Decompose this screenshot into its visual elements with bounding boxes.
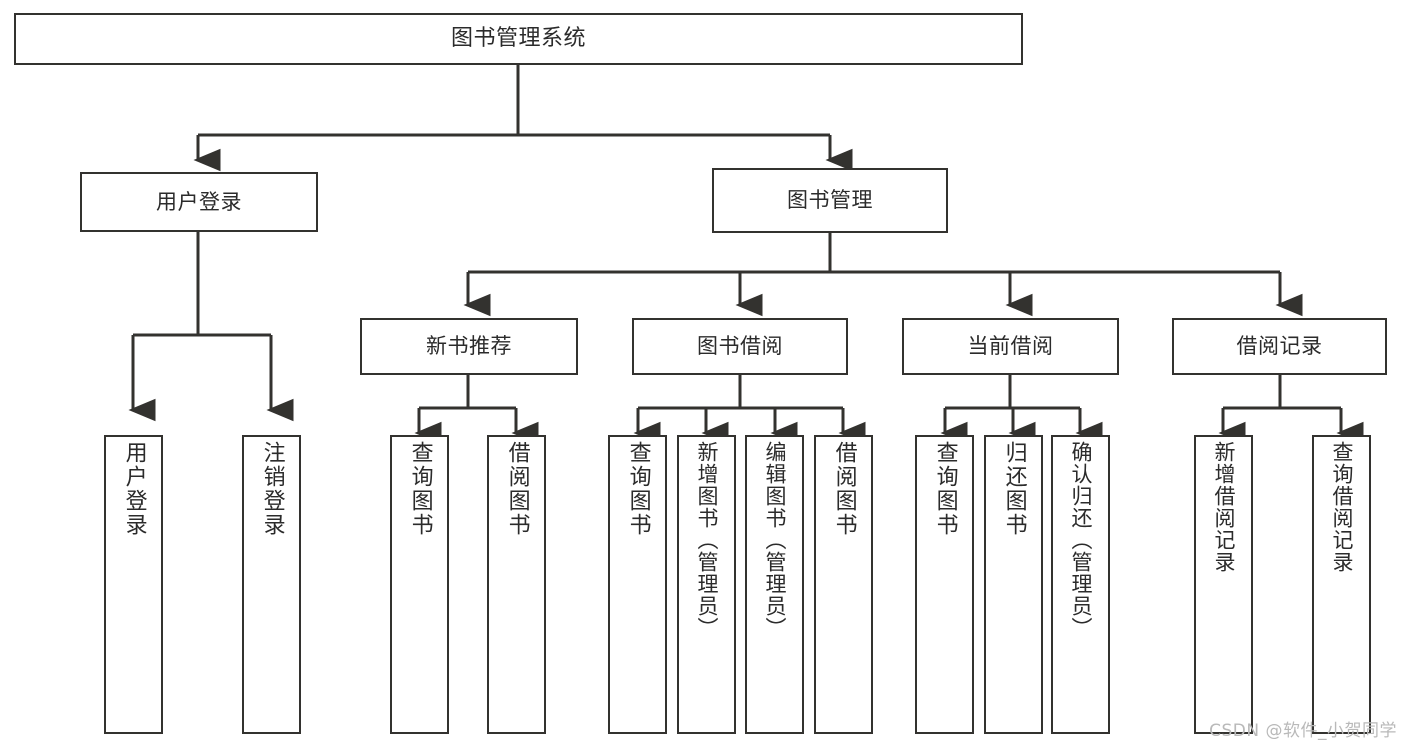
node-label: 借阅记录	[1236, 334, 1323, 359]
leaf-borrow-book[interactable]: 借阅图书	[814, 435, 873, 734]
leaf-edit-book-admin[interactable]: 编辑图书（管理员）	[745, 435, 804, 734]
node-label: 图书借阅	[697, 334, 783, 359]
leaf-confirm-return-admin[interactable]: 确认归还（管理员）	[1051, 435, 1110, 734]
node-book-borrow[interactable]: 图书借阅	[632, 318, 848, 375]
node-label: 查询借阅记录	[1330, 441, 1355, 573]
node-label: 新增借阅记录	[1212, 441, 1237, 573]
leaf-add-borrow-record[interactable]: 新增借阅记录	[1194, 435, 1253, 734]
node-label: 确认归还（管理员）	[1069, 441, 1094, 639]
node-label: 注销登录	[259, 441, 285, 537]
node-book-management[interactable]: 图书管理	[712, 168, 948, 233]
node-label: 用户登录	[156, 189, 242, 214]
leaf-query-book-recommend[interactable]: 查询图书	[390, 435, 449, 734]
node-label: 图书管理系统	[450, 26, 586, 52]
node-label: 图书管理	[787, 188, 873, 213]
node-label: 查询图书	[407, 441, 433, 537]
node-label: 查询图书	[932, 441, 958, 537]
node-label: 归还图书	[1001, 441, 1027, 537]
leaf-logout-login[interactable]: 注销登录	[242, 435, 301, 734]
leaf-query-book-borrow[interactable]: 查询图书	[608, 435, 667, 734]
node-label: 新书推荐	[426, 334, 512, 359]
node-label: 查询图书	[625, 441, 651, 537]
leaf-user-login[interactable]: 用户登录	[104, 435, 163, 734]
node-label: 编辑图书（管理员）	[763, 441, 788, 639]
node-borrow-record[interactable]: 借阅记录	[1172, 318, 1387, 375]
node-label: 借阅图书	[831, 441, 857, 537]
node-current-borrow[interactable]: 当前借阅	[902, 318, 1119, 375]
leaf-return-book[interactable]: 归还图书	[984, 435, 1043, 734]
leaf-borrow-book-recommend[interactable]: 借阅图书	[487, 435, 546, 734]
node-label: 当前借阅	[967, 334, 1054, 359]
leaf-query-book-current[interactable]: 查询图书	[915, 435, 974, 734]
node-user-login[interactable]: 用户登录	[80, 172, 318, 232]
leaf-query-borrow-record[interactable]: 查询借阅记录	[1312, 435, 1371, 734]
node-new-book-recommend[interactable]: 新书推荐	[360, 318, 578, 375]
node-label: 借阅图书	[504, 441, 530, 537]
leaf-add-book-admin[interactable]: 新增图书（管理员）	[677, 435, 736, 734]
node-label: 新增图书（管理员）	[695, 441, 720, 639]
node-label: 用户登录	[121, 441, 147, 537]
node-root-system[interactable]: 图书管理系统	[14, 13, 1023, 65]
